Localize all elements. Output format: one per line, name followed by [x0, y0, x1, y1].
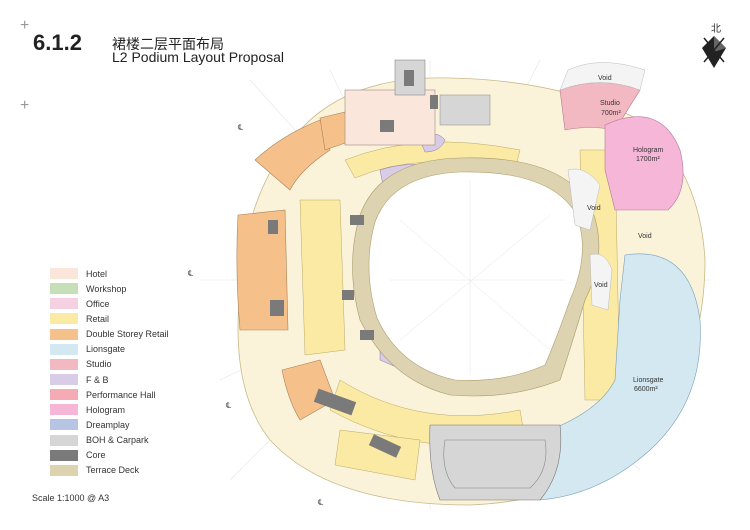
lionsgate-area-label: 6600m² — [634, 386, 658, 393]
north-label: 北 — [711, 24, 721, 35]
void-east-zone — [589, 253, 613, 311]
void-mid-zone — [567, 168, 601, 231]
legend-item: Hotel — [50, 266, 169, 281]
core-north-1 — [380, 120, 394, 132]
svg-text:℄: ℄ — [188, 269, 194, 278]
hologram-label: Hologram — [633, 147, 664, 154]
legend-label: Core — [86, 450, 106, 461]
legend-swatch — [50, 404, 78, 416]
retail-west-band — [299, 199, 346, 356]
legend-item: Office — [50, 296, 169, 311]
legend-label: Performance Hall — [86, 389, 156, 400]
svg-text:℄: ℄ — [226, 401, 232, 410]
legend-item: Terrace Deck — [50, 463, 169, 478]
legend-label: Retail — [86, 313, 110, 324]
legend-item: F & B — [50, 372, 169, 387]
legend-swatch — [50, 464, 78, 476]
retail-south-west — [334, 429, 421, 481]
legend-label: Double Storey Retail — [86, 329, 169, 340]
cores — [268, 95, 438, 458]
crosshair-mark-mid: + — [20, 97, 30, 114]
legend-swatch — [50, 283, 78, 295]
legend-label: F & B — [86, 374, 109, 385]
boh-north — [439, 94, 491, 126]
void-right-label: Void — [638, 233, 652, 240]
legend-item: Studio — [50, 357, 169, 372]
legend-label: Lionsgate — [86, 344, 126, 355]
legend-swatch — [50, 298, 78, 310]
atrium-guides — [390, 180, 565, 375]
legend-item: Dreamplay — [50, 417, 169, 432]
page-title-cn: 裙楼二层平面布局 — [112, 37, 224, 53]
legend-swatch — [50, 313, 78, 325]
void-mid-label: Void — [587, 205, 601, 212]
legend-label: Hotel — [86, 268, 108, 279]
legend-swatch — [50, 268, 78, 280]
central-atrium — [368, 171, 583, 381]
lionsgate-label: Lionsgate — [633, 377, 663, 384]
legend-label: Dreamplay — [86, 419, 130, 430]
void-top-label: Void — [598, 75, 612, 82]
legend-label: Hologram — [86, 404, 126, 415]
studio-label: Studio — [600, 100, 620, 107]
legend-item: Double Storey Retail — [50, 327, 169, 342]
svg-text:℄: ℄ — [238, 123, 244, 132]
hologram-zone — [604, 116, 684, 211]
studio-area-label: 700m² — [601, 110, 622, 117]
hologram-area-label: 1700m² — [636, 156, 660, 163]
legend-item: BOH & Carpark — [50, 433, 169, 448]
legend-label: BOH & Carpark — [86, 435, 149, 446]
legend-swatch — [50, 358, 78, 370]
carpark-south — [429, 424, 562, 501]
hotel-block — [344, 89, 436, 146]
scale-note: Scale 1:1000 @ A3 — [32, 493, 110, 503]
legend-swatch — [50, 449, 78, 461]
void-top-zone — [559, 62, 646, 91]
legend-label: Office — [86, 298, 110, 309]
crosshair-mark-top: + — [20, 17, 30, 34]
core-north-2 — [404, 70, 414, 86]
page-title-en: L2 Podium Layout Proposal — [112, 49, 284, 65]
legend-swatch — [50, 328, 78, 340]
north-arrow-icon — [702, 36, 726, 68]
svg-text:℄: ℄ — [318, 498, 324, 507]
section-number: 6.1.2 — [33, 30, 82, 55]
lionsgate-zone — [539, 253, 701, 501]
legend-swatch — [50, 374, 78, 386]
legend-label: Studio — [86, 359, 112, 370]
carpark-ramp — [443, 439, 547, 489]
legend-label: Workshop — [86, 283, 127, 294]
centerline-marks: ℄ ℄ ℄ ℄ — [188, 123, 324, 507]
legend-item: Hologram — [50, 402, 169, 417]
legend-item: Retail — [50, 311, 169, 326]
legend-label: Terrace Deck — [86, 465, 140, 476]
legend-swatch — [50, 343, 78, 355]
legend-item: Core — [50, 448, 169, 463]
void-lower-label: Void — [594, 282, 608, 289]
legend-item: Performance Hall — [50, 387, 169, 402]
legend-swatch — [50, 389, 78, 401]
legend-item: Workshop — [50, 281, 169, 296]
legend-swatch — [50, 419, 78, 431]
legend-swatch — [50, 434, 78, 446]
legend-item: Lionsgate — [50, 342, 169, 357]
